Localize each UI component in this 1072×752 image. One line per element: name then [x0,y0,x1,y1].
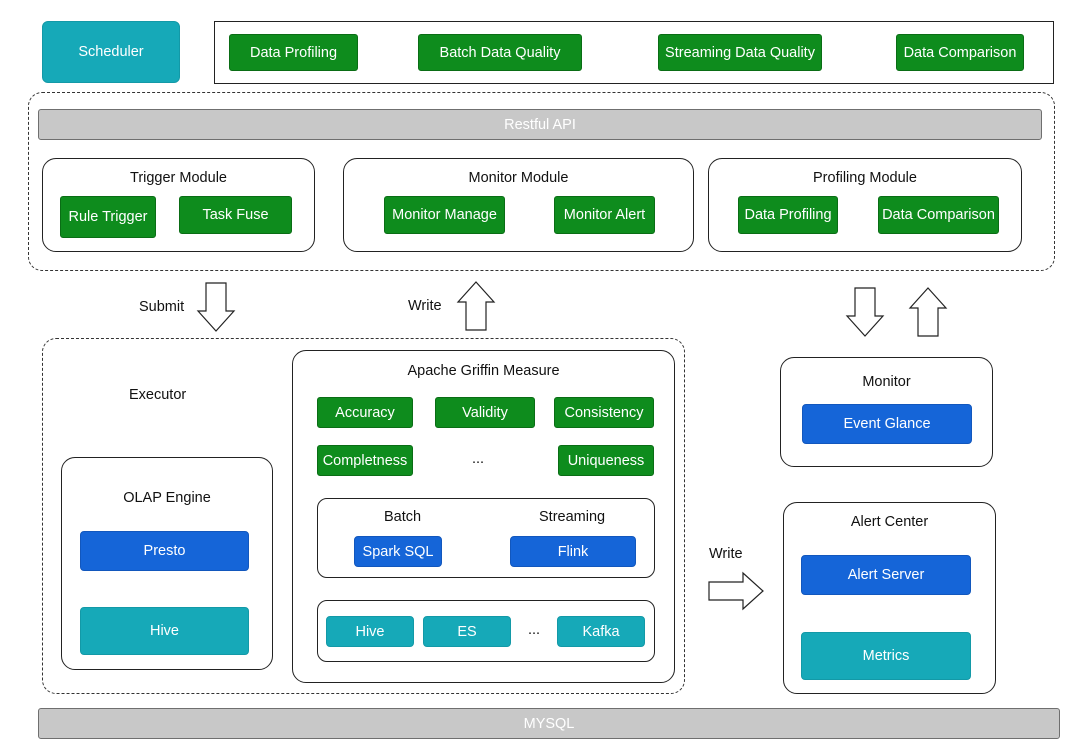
profiling-data-profiling-box: Data Profiling [738,196,838,234]
alert-center-title: Alert Center [850,514,929,530]
monitor-alert-box: Monitor Alert [554,196,655,234]
profiling-module-title: Profiling Module [813,170,917,186]
top-feature-data-profiling: Data Profiling [229,34,358,71]
spark-sql-box: Spark SQL [354,536,442,567]
profiling-up-arrow-icon [908,287,948,337]
mysql-bar: MYSQL [38,708,1060,739]
completness-box: Completness [317,445,413,476]
profiling-down-arrow-icon [845,287,885,337]
event-glance-box: Event Glance [802,404,972,444]
accuracy-box: Accuracy [317,397,413,428]
streaming-label: Streaming [539,509,606,525]
write-up-arrow-icon [456,281,496,331]
profiling-data-comparison-box: Data Comparison [878,196,999,234]
dimensions-ellipsis: ... [472,451,485,467]
metrics-box: Metrics [801,632,971,680]
write-right-arrow-icon [708,571,764,611]
trigger-module-title: Trigger Module [130,170,227,186]
olap-hive-box: Hive [80,607,249,655]
sources-ellipsis: ... [528,622,541,638]
write-right-label: Write [709,546,743,562]
scheduler-box: Scheduler [42,21,180,83]
presto-box: Presto [80,531,249,571]
top-feature-batch-data-quality: Batch Data Quality [418,34,582,71]
submit-label: Submit [139,299,185,315]
task-fuse-box: Task Fuse [179,196,292,234]
olap-engine-title: OLAP Engine [123,490,211,506]
rule-trigger-box: Rule Trigger [60,196,156,238]
griffin-measure-title: Apache Griffin Measure [407,363,560,379]
top-feature-data-comparison: Data Comparison [896,34,1024,71]
flink-box: Flink [510,536,636,567]
monitor-manage-box: Monitor Manage [384,196,505,234]
write-up-label: Write [408,298,442,314]
top-features-container [214,21,1054,84]
executor-container [42,338,685,694]
service-tier-container [28,92,1055,271]
uniqueness-box: Uniqueness [558,445,654,476]
restful-api-bar: Restful API [38,109,1042,140]
submit-down-arrow-icon [196,282,236,332]
consistency-box: Consistency [554,397,654,428]
batch-label: Batch [384,509,422,525]
source-hive-box: Hive [326,616,414,647]
alert-server-box: Alert Server [801,555,971,595]
monitor-module-title: Monitor Module [468,170,569,186]
top-feature-streaming-data-quality: Streaming Data Quality [658,34,822,71]
monitor-title: Monitor [862,374,911,390]
executor-title: Executor [129,387,187,403]
validity-box: Validity [435,397,535,428]
source-es-box: ES [423,616,511,647]
source-kafka-box: Kafka [557,616,645,647]
